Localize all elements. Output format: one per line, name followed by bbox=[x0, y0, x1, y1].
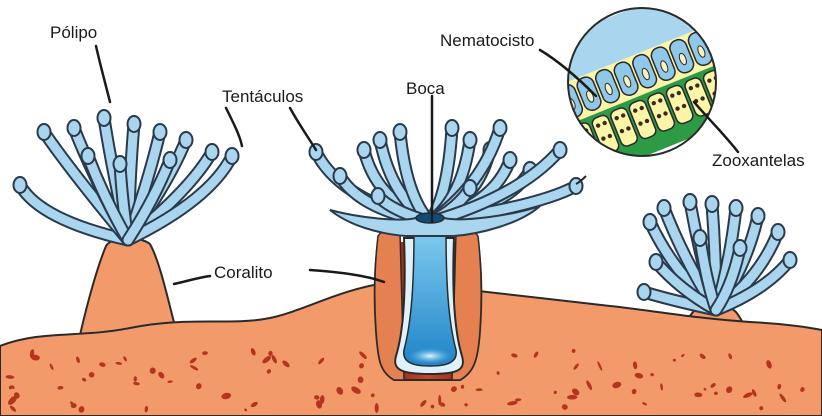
tentacle-tip bbox=[154, 124, 167, 140]
tentacle-tip bbox=[14, 177, 27, 193]
leader-tentacles-left bbox=[226, 108, 242, 146]
tentacle-tip bbox=[206, 144, 219, 160]
zooxanthella bbox=[718, 88, 724, 94]
nematocyst-capsule bbox=[715, 37, 725, 50]
zooxanthella bbox=[577, 130, 583, 136]
tentacle-tip bbox=[374, 132, 387, 148]
tentacle-tip bbox=[464, 132, 477, 148]
central-polyp-tentacles bbox=[310, 120, 583, 222]
tentacle-tip bbox=[734, 240, 747, 256]
tentacle-tip bbox=[752, 208, 765, 224]
leader-polyp bbox=[96, 46, 110, 102]
tentacle-tip bbox=[504, 152, 517, 168]
zooxanthella bbox=[737, 81, 743, 87]
tentacle-tip bbox=[68, 120, 81, 136]
tentacle-tip bbox=[684, 194, 697, 210]
label-corallite: Coralito bbox=[214, 263, 273, 282]
mouth-opening bbox=[416, 213, 444, 223]
right-polyp-tentacles bbox=[638, 194, 797, 310]
tentacle-tip bbox=[644, 214, 657, 230]
tentacle-tip bbox=[164, 152, 177, 168]
tentacle-tip bbox=[730, 200, 743, 216]
tentacle-tip bbox=[98, 110, 111, 126]
tentacle-tip bbox=[554, 142, 567, 158]
tentacle-tip bbox=[784, 252, 797, 268]
calcium-speckle bbox=[476, 388, 483, 391]
tentacle-tip bbox=[114, 156, 127, 172]
tentacle-tip bbox=[650, 254, 663, 270]
zooxanthella bbox=[588, 141, 594, 147]
label-polyp: Pólipo bbox=[50, 23, 97, 42]
tentacle-tip bbox=[772, 224, 785, 240]
tentacle-tip bbox=[694, 230, 707, 246]
left-polyp-tentacles bbox=[14, 110, 239, 240]
calcium-speckle bbox=[375, 403, 379, 413]
tentacle-tip bbox=[494, 120, 507, 136]
tentacle-tip bbox=[226, 148, 239, 164]
left-corallite bbox=[80, 238, 176, 335]
tentacle-tip bbox=[310, 144, 323, 160]
zooxanthella bbox=[730, 83, 736, 89]
tentacle-tip bbox=[358, 142, 371, 158]
tentacle-tip bbox=[180, 132, 193, 148]
tentacle-tip bbox=[658, 200, 671, 216]
zooxanthellae-cell bbox=[720, 61, 750, 103]
label-nematocyst: Nematocisto bbox=[440, 31, 534, 50]
zooxanthella bbox=[732, 68, 738, 74]
tentacle-tip bbox=[464, 180, 477, 196]
leader-tentacles-right bbox=[290, 108, 316, 150]
label-mouth: Boca bbox=[406, 79, 445, 98]
tentacle-tip bbox=[706, 196, 719, 212]
tentacle-tip bbox=[372, 188, 385, 204]
tentacle-tip bbox=[638, 284, 651, 300]
tentacle-tip bbox=[128, 116, 141, 132]
leader-coralite-right bbox=[310, 270, 384, 282]
tentacle-tip bbox=[394, 124, 407, 140]
tentacle-tip bbox=[38, 124, 51, 140]
zooxanthella bbox=[725, 70, 731, 76]
leader-coralite-left bbox=[174, 276, 210, 284]
zooxanthella bbox=[582, 143, 588, 149]
label-zooxanthellae: Zooxantelas bbox=[712, 151, 805, 170]
tentacle-tip bbox=[334, 168, 347, 184]
cavity-highlight bbox=[408, 348, 452, 364]
tentacle-tip bbox=[82, 148, 95, 164]
label-tentacles: Tentáculos bbox=[222, 87, 303, 106]
tentacle-tip bbox=[446, 120, 459, 136]
